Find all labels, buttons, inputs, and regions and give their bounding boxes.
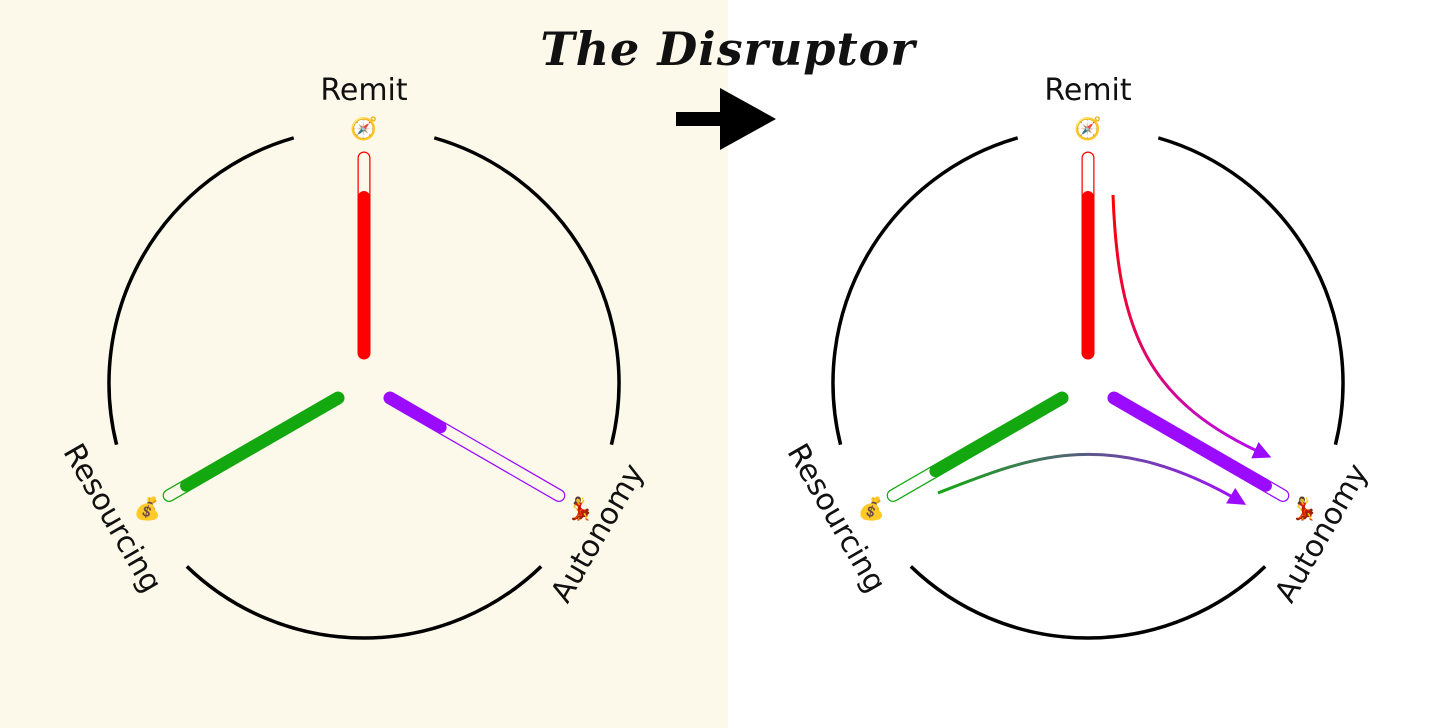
dancer-icon: 💃 xyxy=(567,496,594,522)
ring-arc xyxy=(433,136,621,446)
remit-label: Remit xyxy=(1044,73,1132,108)
before-panel-background xyxy=(0,0,728,728)
money-bag-icon: 💰 xyxy=(858,496,885,522)
resourcing-gauge-fill xyxy=(180,392,345,492)
resourcing-gauge-fill xyxy=(929,392,1069,478)
autonomy-label: Autonomy xyxy=(1268,458,1375,609)
money-bag-icon: 💰 xyxy=(134,496,161,522)
ring-arc xyxy=(185,565,543,640)
compass-icon: 🧭 xyxy=(1074,116,1101,141)
dancer-icon: 💃 xyxy=(1291,496,1318,522)
autonomy-gauge-fill xyxy=(1107,392,1272,492)
ring-arc xyxy=(107,136,295,446)
ring-arc xyxy=(831,136,1019,446)
shift-arrow-remit-to-autonomy xyxy=(1111,194,1272,459)
autonomy-gauge-fill xyxy=(383,392,447,434)
remit-label: Remit xyxy=(320,73,408,108)
shift-arrow-resourcing-to-autonomy xyxy=(937,453,1247,505)
after-panel-background xyxy=(728,0,1456,728)
autonomy-label: Autonomy xyxy=(544,458,651,609)
ring-arc xyxy=(909,565,1267,640)
transition-arrow-icon xyxy=(676,88,776,150)
diagram-title: The Disruptor xyxy=(540,22,918,76)
ring-arc xyxy=(1157,136,1345,446)
compass-icon: 🧭 xyxy=(350,116,377,141)
